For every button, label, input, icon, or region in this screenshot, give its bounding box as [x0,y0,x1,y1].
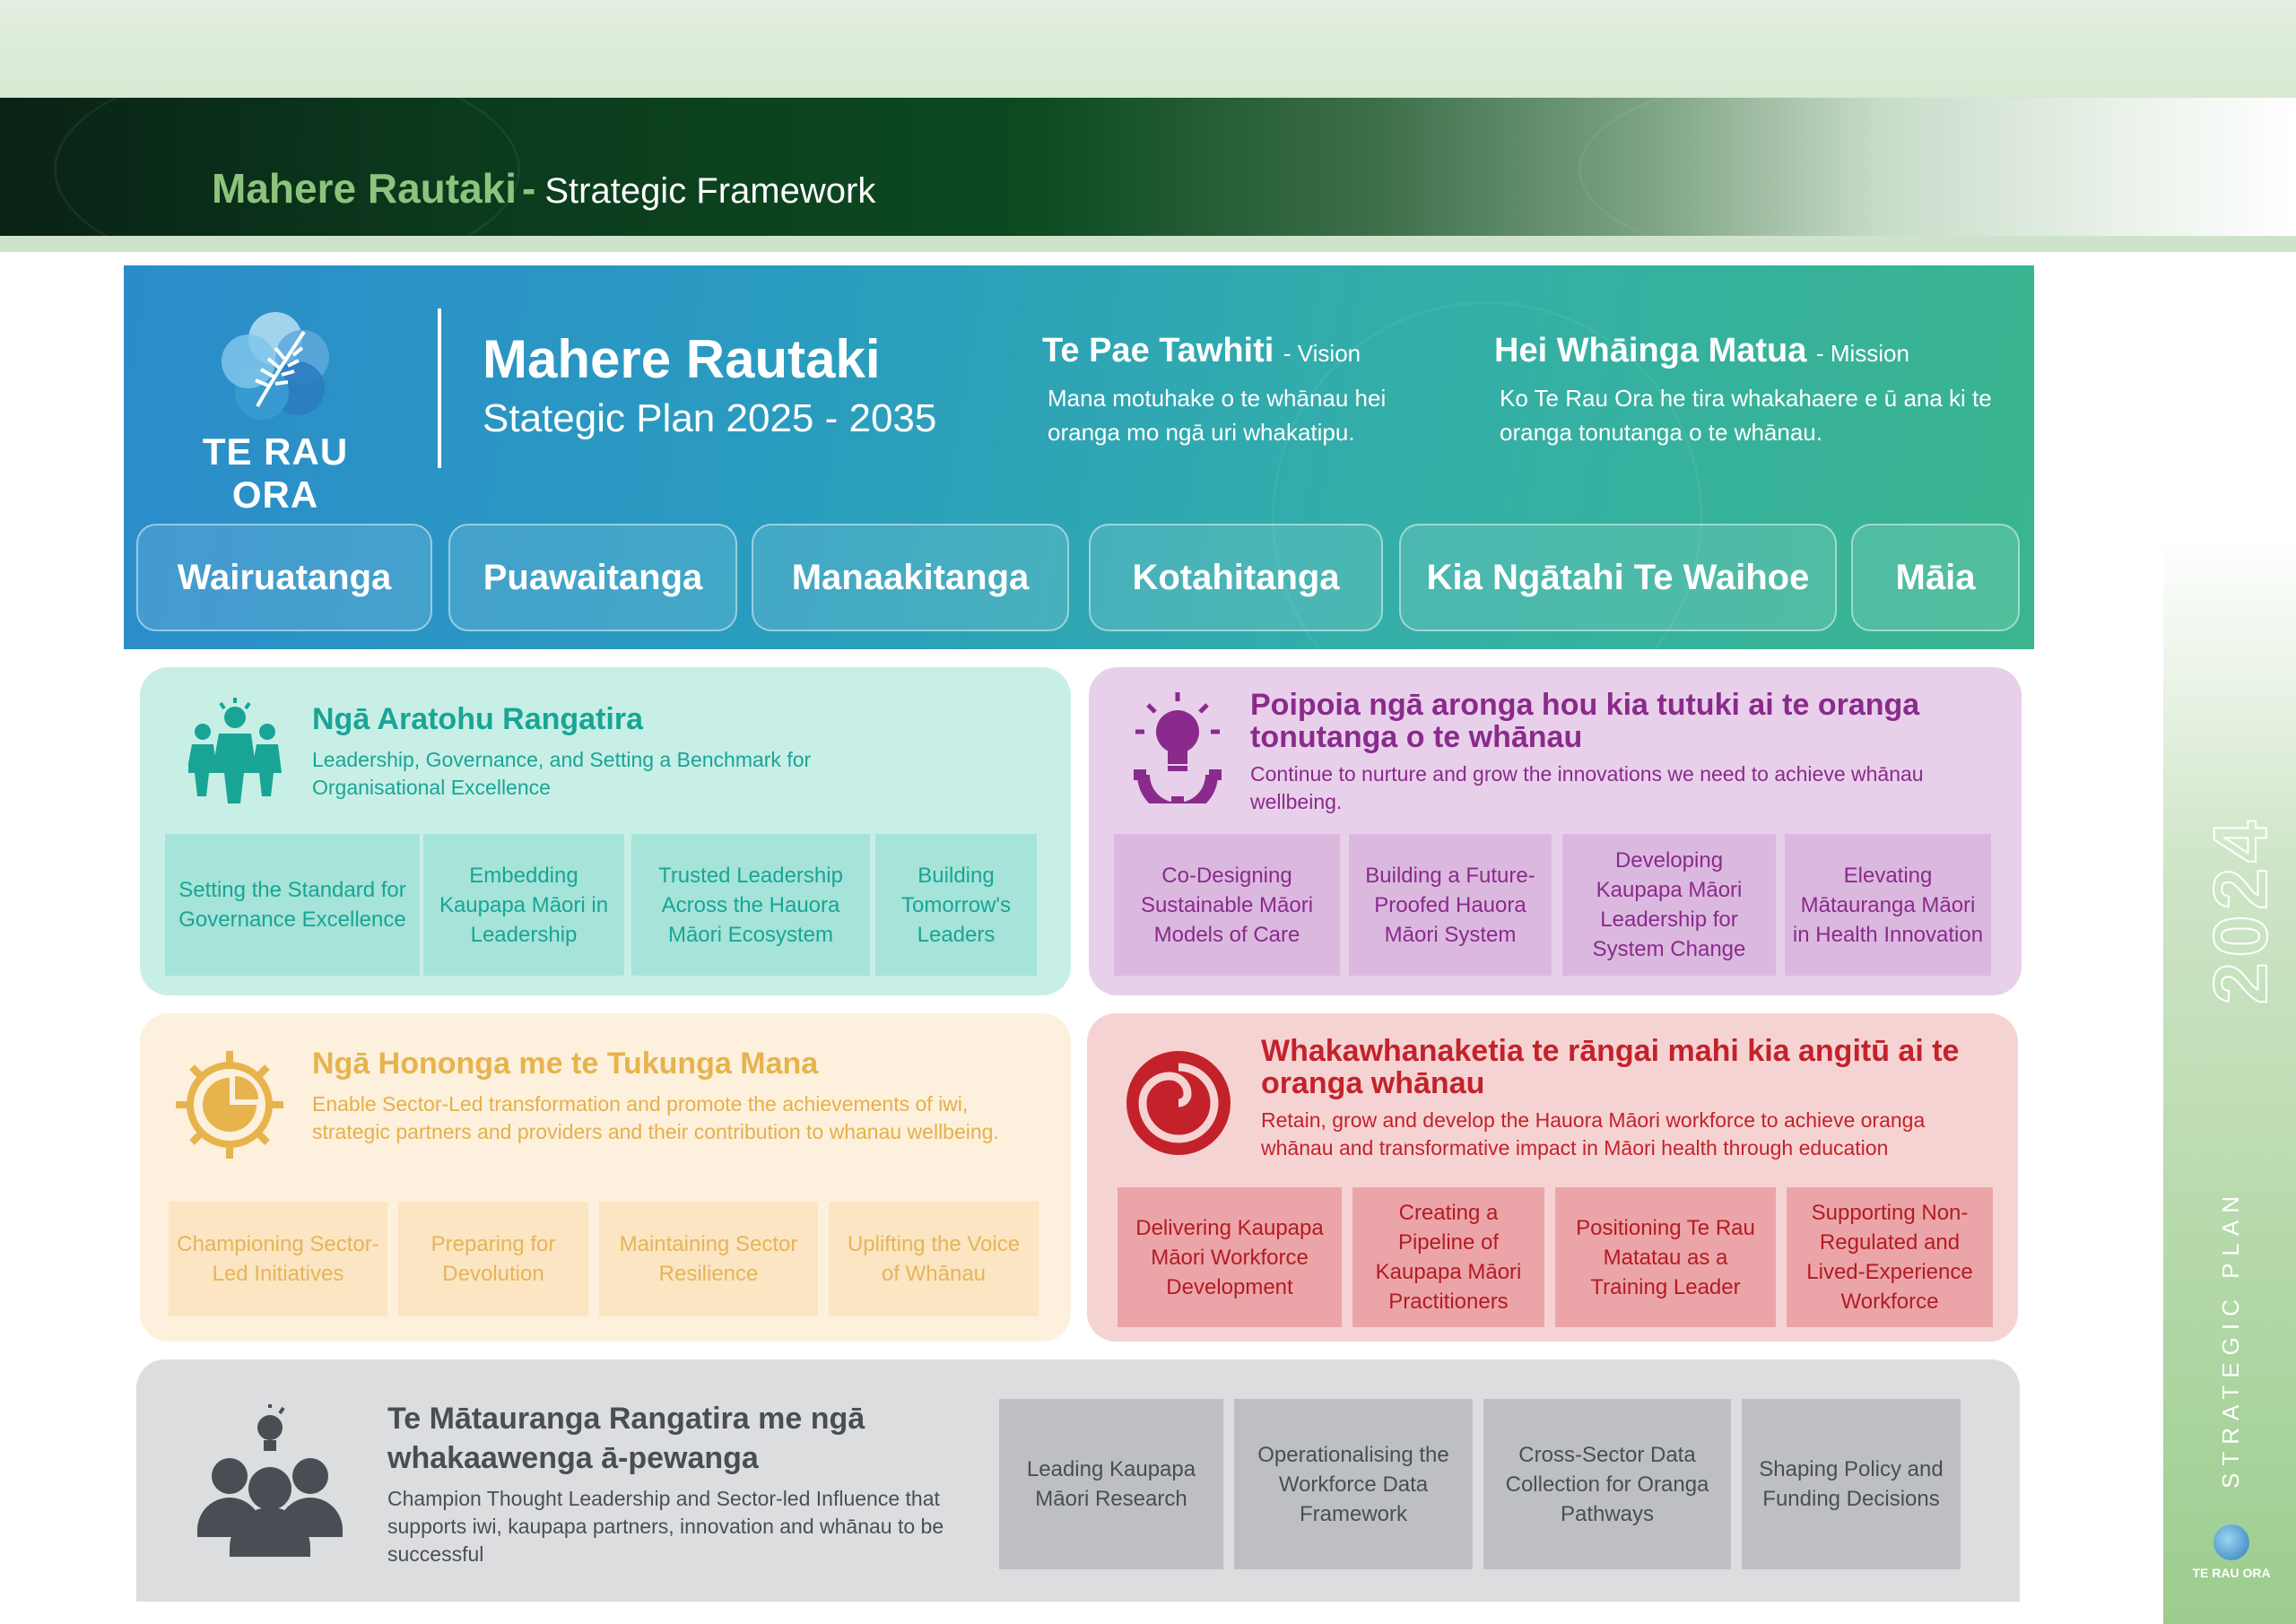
hero-panel: TE RAU ORA Mahere Rautaki Stategic Plan … [124,265,2034,649]
value-kotahitanga: Kotahitanga [1089,524,1383,631]
card-knowledge: Te Mātauranga Rangatira me ngā whakaawen… [136,1359,2020,1602]
mission-block: Hei Whāinga Matua - Mission Ko Te Rau Or… [1494,332,1996,449]
tile: Cross-Sector Data Collection for Oranga … [1483,1399,1731,1569]
side-strategic-plan-label: STRATEGIC PLAN [2217,1188,2244,1489]
tile: Delivering Kaupapa Māori Workforce Devel… [1118,1187,1342,1327]
hero-subtitle: Stategic Plan 2025 - 2035 [483,396,937,440]
value-maia: Māia [1851,524,2020,631]
page-title: Mahere Rautaki-Strategic Framework [212,164,875,213]
card-workforce-description: Retain, grow and develop the Hauora Māor… [1261,1108,1926,1159]
gear-chart-icon [170,1046,289,1168]
card-innovation: Poipoia ngā aronga hou kia tutuki ai te … [1089,667,2022,995]
tile: Building a Future-Proofed Hauora Māori S… [1349,834,1552,976]
card-workforce-title: Whakawhanaketia te rāngai mahi kia angit… [1261,1034,1960,1100]
card-knowledge-description: Champion Thought Leadership and Sector-l… [387,1487,944,1566]
mission-heading: Hei Whāinga Matua - Mission [1494,332,1909,369]
header-subtitle: Strategic Framework [544,171,876,211]
tile: Positioning Te Rau Matatau as a Training… [1555,1187,1776,1327]
te-rau-ora-logo: TE RAU ORA [163,312,387,517]
tile: Uplifting the Voice of Whānau [829,1202,1039,1316]
card-knowledge-title: Te Mātauranga Rangatira me ngā whakaawen… [387,1402,865,1475]
header-separator: - [522,165,536,212]
value-manaakitanga: Manaakitanga [752,524,1069,631]
side-logo-text: TE RAU ORA [2192,1566,2271,1580]
fern-logo-icon [222,312,329,420]
card-sector-title: Ngā Hononga me te Tukunga Mana [312,1046,819,1081]
vision-text: Mana motuhake o te whānau hei oranga mo … [1048,385,1387,446]
tile: Setting the Standard for Governance Exce… [165,834,420,976]
card-sector-description: Enable Sector-Led transformation and pro… [312,1092,999,1143]
people-leadership-icon [187,698,282,810]
tile: Trusted Leadership Across the Hauora Māo… [631,834,870,976]
hero-divider [438,308,441,468]
side-logo: TE RAU ORA [2178,1524,2285,1580]
tile: Championing Sector-Led Initiatives [169,1202,387,1316]
tile: Elevating Mātauranga Māori in Health Inn… [1785,834,1991,976]
lightbulb-gear-icon [1128,692,1227,815]
value-puawaitanga: Puawaitanga [448,524,737,631]
side-logo-icon [2213,1524,2249,1560]
hero-title: Mahere Rautaki [483,329,881,389]
header-motif [1578,71,2081,268]
side-year: 2024 [2197,814,2283,1005]
card-innovation-description: Continue to nurture and grow the innovat… [1250,762,1924,813]
header-title-main: Mahere Rautaki [212,165,517,212]
tile: Leading Kaupapa Māori Research [999,1399,1223,1569]
card-leadership: Ngā Aratohu Rangatira Leadership, Govern… [140,667,1071,995]
group-idea-icon [194,1404,346,1561]
tile: Co-Designing Sustainable Māori Models of… [1114,834,1340,976]
mission-text: Ko Te Rau Ora he tira whakahaere e ū ana… [1500,385,1992,446]
vision-block: Te Pae Tawhiti - Vision Mana motuhake o … [1042,332,1455,449]
value-wairuatanga: Wairuatanga [136,524,432,631]
card-innovation-title: Poipoia ngā aronga hou kia tutuki ai te … [1250,688,1920,754]
card-workforce: Whakawhanaketia te rāngai mahi kia angit… [1087,1013,2018,1342]
card-leadership-title: Ngā Aratohu Rangatira [312,702,644,736]
tile: Shaping Policy and Funding Decisions [1742,1399,1961,1569]
tile: Operationalising the Workforce Data Fram… [1234,1399,1473,1569]
card-sector: Ngā Hononga me te Tukunga Mana Enable Se… [140,1013,1071,1342]
header-bar: Mahere Rautaki-Strategic Framework [0,62,2296,277]
tile: Building Tomorrow's Leaders [875,834,1037,976]
tile: Supporting Non-Regulated and Lived-Exper… [1787,1187,1993,1327]
tile: Embedding Kaupapa Māori in Leadership [423,834,624,976]
logo-text: TE RAU ORA [202,430,349,516]
card-leadership-description: Leadership, Governance, and Setting a Be… [312,748,812,799]
tile: Creating a Pipeline of Kaupapa Māori Pra… [1352,1187,1544,1327]
tile: Preparing for Devolution [398,1202,588,1316]
side-strip [2163,538,2296,1624]
koru-spiral-icon [1125,1049,1232,1161]
value-kia-ngatahi-te-waihoe: Kia Ngātahi Te Waihoe [1399,524,1837,631]
vision-heading: Te Pae Tawhiti - Vision [1042,332,1361,369]
tile: Maintaining Sector Resilience [599,1202,818,1316]
tile: Developing Kaupapa Māori Leadership for … [1562,834,1776,976]
